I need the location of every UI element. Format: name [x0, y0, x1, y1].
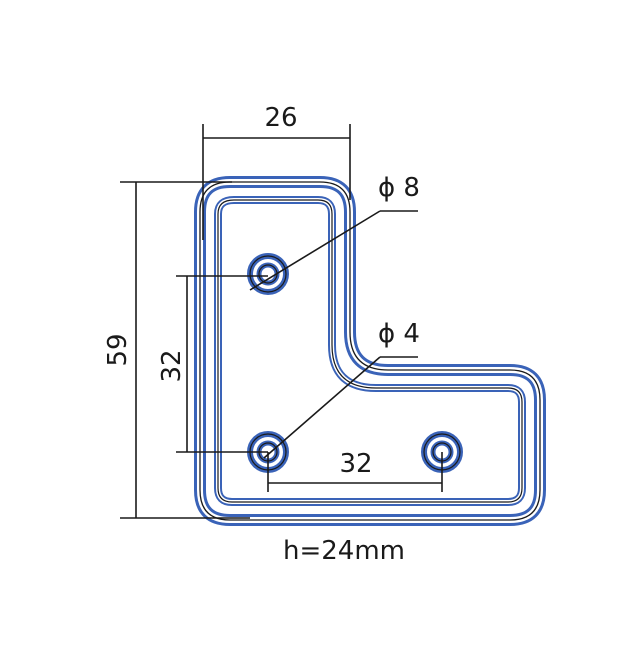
l-bracket-inner-outline [214, 196, 526, 506]
dimension-height-left-label: 59 [103, 333, 133, 366]
dimension-width-top: 26 [202, 103, 351, 240]
leader-hole-small: ϕ 4 [263, 319, 420, 459]
leader-hole-small-label: ϕ 4 [378, 319, 420, 349]
l-bracket-outline [194, 176, 546, 526]
dimension-width-top-label: 26 [264, 103, 297, 133]
dimension-hole-horizontal-label: 32 [339, 449, 372, 479]
thickness-note: h=24mm [283, 536, 405, 566]
leader-hole-large-label: ϕ 8 [378, 173, 420, 203]
dimension-hole-vertical-label: 32 [157, 349, 187, 382]
dimension-hole-horizontal: 32 [267, 449, 443, 492]
leader-hole-large: ϕ 8 [249, 173, 420, 291]
dimension-height-left: 59 [103, 181, 250, 519]
dimension-hole-vertical: 32 [157, 275, 268, 453]
